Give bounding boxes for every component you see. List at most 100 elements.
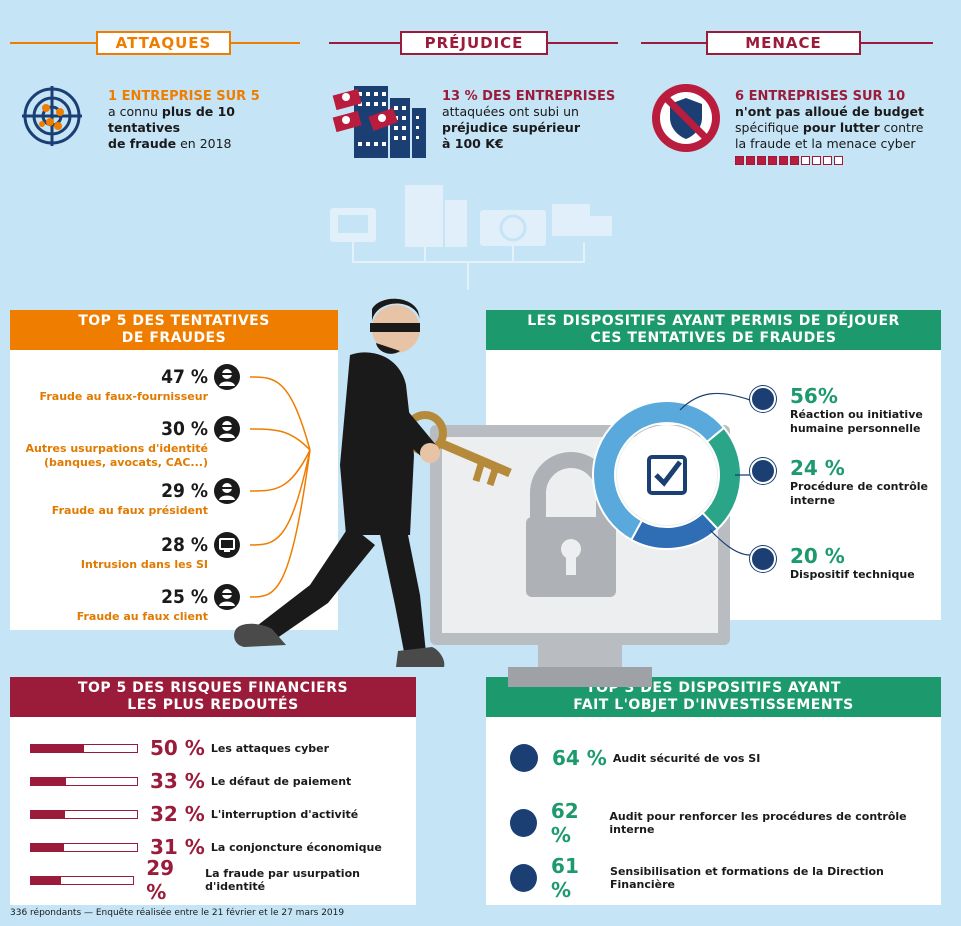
stat-attaques: 1 ENTREPRISE SUR 5 a connu plus de 10 te… [108,89,308,152]
headset-person-icon [750,386,776,412]
tab-attaques: ATTAQUES [96,31,231,55]
buildings-money-icon [332,86,426,158]
investment-row: 61 % Sensibilisation et formations de la … [510,854,941,902]
stat-prejudice: 13 % DES ENTREPRISES attaquées ont subi … [442,89,642,152]
dispositif-connector-lines [679,392,751,556]
fraud-pct: 25 % [161,586,208,608]
dispositifs-header: LES DISPOSITIFS AYANT PERMIS DE DÉJOUER … [486,310,941,350]
fraud-pct: 47 % [161,366,208,388]
risk-list: 50 % Les attaques cyber 33 %Le défaut de p… [10,717,416,905]
fraud-item: 29 % Fraude au faux président [0,478,240,518]
fraud-connector [249,376,311,598]
risk-bar [30,809,138,819]
investissements-panel [486,717,941,905]
stat-menace-title: 6 ENTREPRISES SUR 10 [735,89,906,104]
risk-bar-fill [31,810,65,818]
stat-prejudice-title: 13 % DES ENTREPRISES [442,89,616,104]
donut-slice [629,511,720,550]
risk-label: Le défaut de paiement [210,774,352,788]
investment-pct: 61 % [551,854,579,902]
dispositif-label: Dispositif technique [790,568,915,581]
fraud-item: 47 %Fraude au faux-fournisseur [0,364,240,404]
risk-pct: 50 % [150,736,205,760]
investment-label: Audit sécurité de vos SI [612,751,761,765]
investment-pct: 64 % [552,746,607,770]
risk-label: Les attaques cyber [210,741,330,755]
person-icon [214,584,240,610]
ratio-square [768,156,777,165]
gears-icon [510,809,537,837]
it-shield-icon [750,546,776,572]
dispositif-label: Procédure de contrôle [790,480,928,493]
tab-prejudice: PRÉJUDICE [400,31,548,55]
risk-bar-fill [31,843,64,851]
radar-icon [22,86,82,146]
dispositifs-donut-chart [592,400,742,550]
risk-bar [30,875,135,885]
investment-label: Audit pour renforcer les procédures de c… [609,810,907,836]
risk-bar-fill [31,777,66,785]
risk-bar [30,776,138,786]
investissements-header: TOP 3 DES DISPOSITIFS AYANT FAIT L'OBJET… [486,677,941,717]
fraud-label: (banques, avocats, CAC...) [43,456,208,469]
check-mark-icon [654,460,682,487]
dispositif-pct: 56% [790,384,838,408]
investment-row: 64 % Audit sécurité de vos SI [510,744,760,772]
fraud-pct: 30 % [161,418,208,440]
risk-bar-fill [31,744,84,752]
person-icon [214,364,240,390]
investment-pct: 62 % [550,799,579,847]
fraud-label: Fraude au faux client [76,610,208,623]
fraud-connector-lines [249,376,311,598]
risk-bar [30,842,138,852]
top5-fraudes-header: TOP 5 DES TENTATIVES DE FRAUDES [10,310,338,350]
investment-label: Sensibilisation et formations de la Dire… [610,865,884,891]
person-icon [214,478,240,504]
risk-pct: 31 % [150,835,205,859]
risk-label: La fraude par usurpation d'identité [205,867,360,893]
risk-row: 31 %La conjoncture économique [30,835,382,859]
checkbox-icon [647,455,687,495]
ratio-square [735,156,744,165]
risques-header: TOP 5 DES RISQUES FINANCIERS LES PLUS RE… [10,677,416,717]
investment-list: 64 % Audit sécurité de vos SI 62 % Audit po… [486,717,941,905]
fraud-pct: 29 % [161,480,208,502]
menace-ratio-squares [735,156,950,165]
monitor-icon [214,532,240,558]
fraud-item: 28 %Intrusion dans les SI [0,532,240,572]
fraud-item: 25 % Fraude au faux client [0,584,240,624]
ratio-square [823,156,832,165]
ratio-square [812,156,821,165]
risk-row: 33 %Le défaut de paiement [30,769,352,793]
dispositif-pct: 24 % [790,456,845,480]
headset-person-icon [510,864,538,892]
ratio-square [757,156,766,165]
dispositif-label: humaine personnelle [790,422,921,435]
ratio-square [834,156,843,165]
dispositif-pct: 20 % [790,544,845,568]
donut-slice [592,400,726,542]
fraud-label: Fraude au faux président [51,504,208,517]
stat-attaques-title: 1 ENTREPRISE SUR 5 [108,89,260,104]
footer-note: 336 répondants — Enquête réalisée entre … [10,908,345,918]
top5-fraudes-panel [10,350,338,630]
risk-label: L'interruption d'activité [210,807,359,821]
fraud-pct: 28 % [161,534,208,556]
gears-icon [750,458,776,484]
thief-illustration [234,298,512,667]
dispositif-label: Réaction ou initiative [790,408,923,421]
person-icon [214,416,240,442]
dispositif-item: 20 %Dispositif technique [790,544,940,582]
risk-pct: 32 % [150,802,205,826]
risk-bar [30,743,138,753]
dispositif-label: interne [790,494,836,507]
ratio-square [790,156,799,165]
investment-row: 62 % Audit pour renforcer les procédures … [510,799,941,847]
risk-row: 32 % L'interruption d'activité [30,802,359,826]
fraud-item: 30 %Autres usurpations d'identité(banque… [0,416,240,470]
it-shield-icon [510,744,538,772]
risk-row: 50 % Les attaques cyber [30,736,330,760]
risk-pct: 29 % [146,856,175,904]
ratio-square [779,156,788,165]
